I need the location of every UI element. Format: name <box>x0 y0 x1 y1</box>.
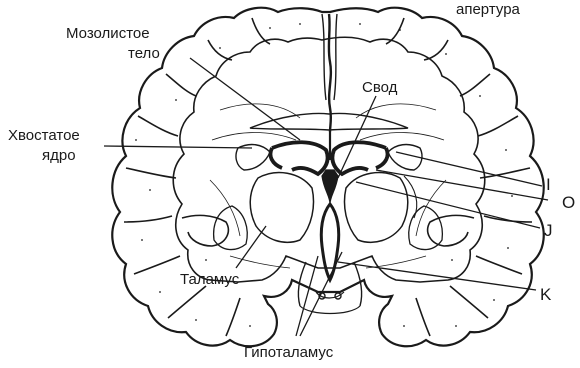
third-ventricle <box>322 170 338 204</box>
label-letter-o: O <box>562 193 575 212</box>
right-sulci <box>386 18 532 336</box>
leader-hypothalamus-1 <box>296 256 318 336</box>
label-letter-i: I <box>546 175 551 194</box>
label-fornix: Свод <box>362 79 398 96</box>
label-aperture: апертура <box>456 1 521 18</box>
leader-j <box>356 182 540 228</box>
thalamus-left <box>250 173 313 243</box>
leader-k <box>338 262 536 290</box>
label-caudate-line1: Хвостатое <box>8 127 80 144</box>
label-caudate-line2: ядро <box>42 147 76 164</box>
thalamus-right <box>345 173 408 243</box>
leader-caudate <box>104 146 252 148</box>
label-corpus-callosum-line1: Мозолистое <box>66 25 150 42</box>
label-letter-j: J <box>544 221 553 240</box>
label-hypothalamus: Гипоталамус <box>244 344 334 361</box>
left-sulci <box>124 18 270 336</box>
leader-corpus-callosum <box>190 58 300 140</box>
leader-o <box>376 170 548 200</box>
corpus-callosum <box>250 114 408 130</box>
leader-i <box>396 152 542 186</box>
label-thalamus: Таламус <box>180 271 240 288</box>
label-corpus-callosum-line2: тело <box>128 45 160 62</box>
label-letter-k: K <box>540 285 552 304</box>
